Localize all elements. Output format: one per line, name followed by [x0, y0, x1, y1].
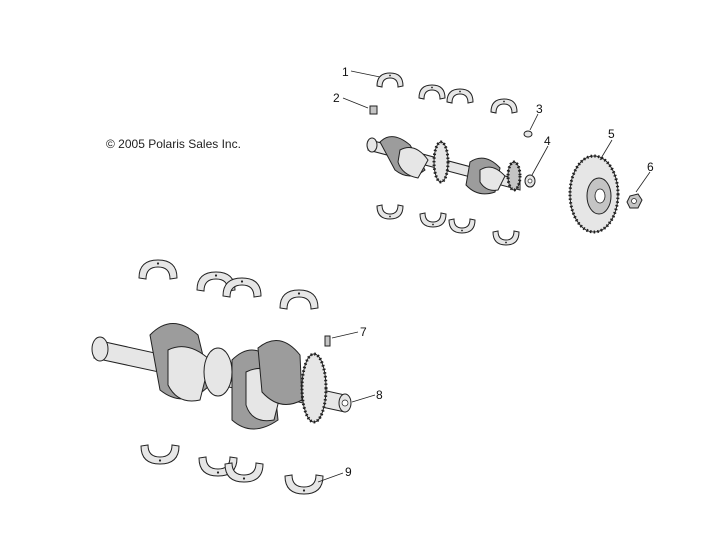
bearing-shell-icon — [376, 72, 404, 88]
bearing-shell-icon — [448, 218, 476, 234]
woodruff-key-icon — [523, 130, 533, 138]
callout-7: 7 — [360, 325, 367, 339]
callout-2: 2 — [333, 91, 340, 105]
callout-4: 4 — [544, 134, 551, 148]
bearing-shell-icon — [284, 474, 324, 495]
lower-main-bearings-top — [138, 259, 319, 310]
callout-1: 1 — [342, 65, 349, 79]
lower-main-bearings-bottom — [140, 444, 324, 495]
bearing-shell-icon — [140, 444, 180, 465]
bearing-shell-icon — [376, 204, 404, 220]
bearing-shell-icon — [492, 230, 520, 246]
leader-lines — [317, 70, 651, 483]
bearing-shell-icon — [418, 84, 446, 100]
copyright-notice: © 2005 Polaris Sales Inc. — [106, 137, 241, 151]
bearing-shell-icon — [279, 289, 319, 310]
callout-labels: 1 2 3 4 5 6 7 8 9 — [333, 65, 654, 479]
bearing-shell-icon — [446, 88, 474, 104]
upper-main-bearings-top — [376, 72, 518, 114]
bearing-shell-icon — [490, 98, 518, 114]
dowel-pin-icon — [369, 105, 378, 115]
callout-3: 3 — [536, 102, 543, 116]
bearing-shell-icon — [138, 259, 178, 280]
crank-gear-icon — [568, 154, 620, 234]
callout-9: 9 — [345, 465, 352, 479]
upper-main-bearings-bottom — [376, 204, 520, 246]
callout-6: 6 — [647, 160, 654, 174]
lower-crankshaft-icon — [91, 323, 352, 430]
callout-5: 5 — [608, 127, 615, 141]
callout-8: 8 — [376, 388, 383, 402]
bearing-shell-icon — [224, 462, 264, 483]
bearing-shell-icon — [419, 212, 447, 228]
dowel-pin-icon — [324, 335, 331, 347]
upper-crankshaft-icon — [366, 136, 536, 195]
